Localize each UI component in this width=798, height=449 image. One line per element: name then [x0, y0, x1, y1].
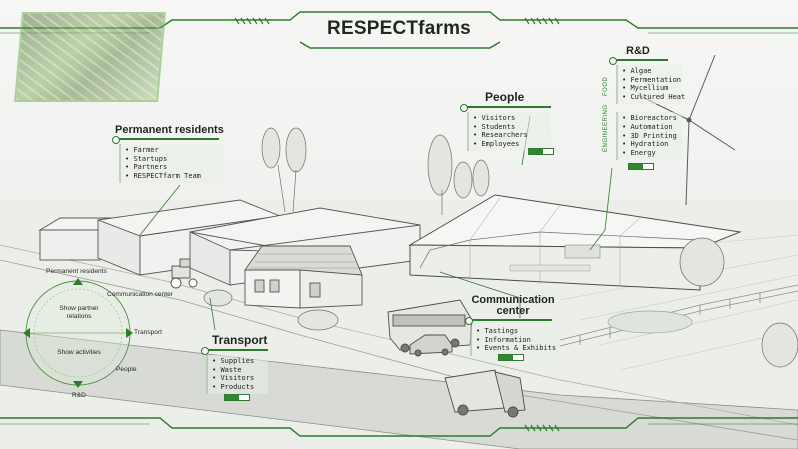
transport-panel[interactable]: Transport Supplies Waste Visitors Produc… — [201, 333, 268, 395]
list-item: Tastings — [476, 327, 554, 336]
radial-nav — [23, 278, 133, 388]
nav-permanent-residents[interactable]: Permanent residents — [46, 268, 107, 275]
communication-progress-fill — [499, 355, 514, 360]
people-list: Visitors Students Researchers Employees — [467, 112, 551, 152]
list-item: Supplies — [212, 357, 264, 366]
list-item: Visitors — [212, 374, 264, 383]
list-item: RESPECTfarm Team — [125, 172, 220, 181]
rnd-title: R&D — [626, 45, 650, 57]
people-progress-fill — [529, 149, 544, 154]
list-item: Employees — [473, 140, 547, 149]
list-item: Algae — [622, 67, 678, 76]
farmhouse — [244, 245, 363, 309]
rnd-food-list: Algae Fermentation Mycellium Cultured He… — [616, 65, 685, 105]
list-item: Partners — [125, 163, 220, 172]
residents-underline — [112, 136, 219, 144]
residents-panel[interactable]: Permanent residents Farmer Startups Part… — [112, 124, 224, 184]
communication-panel[interactable]: Communication center Tastings Informatio… — [465, 294, 558, 356]
communication-title: Communication center — [471, 294, 555, 317]
bus — [387, 299, 473, 353]
truck — [444, 369, 526, 418]
transport-list: Supplies Waste Visitors Products — [206, 355, 268, 395]
page-title: RESPECTfarms — [327, 18, 471, 39]
communication-list: Tastings Information Events & Exhibits — [470, 325, 558, 356]
residents-list: Farmer Startups Partners RESPECTfarm Tea… — [119, 144, 224, 184]
list-item: Startups — [125, 155, 220, 164]
list-item: Students — [473, 123, 547, 132]
list-item: Energy — [622, 149, 678, 158]
people-panel[interactable]: People Visitors Students Researchers Emp… — [460, 90, 551, 152]
list-item: Bioreactors — [622, 114, 678, 123]
nav-transport[interactable]: Transport — [134, 329, 162, 336]
list-item: Mycellium — [622, 84, 678, 93]
nav-arrow-left-icon[interactable] — [23, 328, 30, 338]
list-item: 3D Printing — [622, 132, 678, 141]
list-item: Automation — [622, 123, 678, 132]
rnd-food-label: FOOD — [603, 76, 609, 96]
transport-progress-fill — [225, 395, 240, 400]
people-underline — [460, 104, 551, 112]
nav-arrow-up-icon[interactable] — [73, 278, 83, 285]
nav-people[interactable]: People — [116, 366, 137, 373]
greenhouse-barn — [408, 194, 742, 291]
rnd-progress-fill — [629, 164, 644, 169]
nav-arrow-right-icon[interactable] — [126, 328, 133, 338]
list-item: Events & Exhibits — [476, 344, 556, 353]
rnd-progress — [628, 163, 654, 170]
list-item: Cultured Heat — [622, 93, 685, 102]
list-item: Hydration — [622, 140, 678, 149]
nav-show-partner-relations[interactable]: Show partner relations — [59, 305, 99, 320]
list-item: Farmer — [125, 146, 220, 155]
nav-communication-center[interactable]: Communication center — [107, 291, 173, 298]
people-title: People — [485, 90, 525, 104]
nav-show-activities[interactable]: Show activities — [57, 349, 101, 356]
list-item: Fermentation — [622, 76, 681, 85]
transport-underline — [201, 347, 268, 355]
list-item: Waste — [212, 366, 264, 375]
people-progress — [528, 148, 554, 155]
list-item: Products — [212, 383, 264, 392]
rnd-engineering-list: Bioreactors Automation 3D Printing Hydra… — [616, 112, 682, 161]
list-item: Visitors — [473, 114, 547, 123]
rnd-engineering-label: ENGINEERING — [603, 104, 609, 152]
bottom-hud-frame — [0, 417, 798, 437]
communication-underline — [465, 317, 552, 325]
nav-arrow-down-icon[interactable] — [73, 381, 83, 388]
transport-progress — [224, 394, 250, 401]
list-item: Information — [476, 336, 554, 345]
list-item: Researchers — [473, 131, 547, 140]
fence — [559, 284, 798, 347]
communication-progress — [498, 354, 524, 361]
rnd-panel[interactable]: R&D Algae Fermentation Mycellium Culture… — [609, 45, 685, 161]
rnd-underline — [609, 57, 668, 65]
car — [409, 334, 453, 357]
pond — [607, 310, 693, 334]
nav-rnd[interactable]: R&D — [72, 392, 86, 399]
residents-title: Permanent residents — [115, 124, 224, 136]
tractor — [170, 258, 198, 289]
transport-title: Transport — [212, 333, 268, 347]
trees — [203, 127, 798, 368]
